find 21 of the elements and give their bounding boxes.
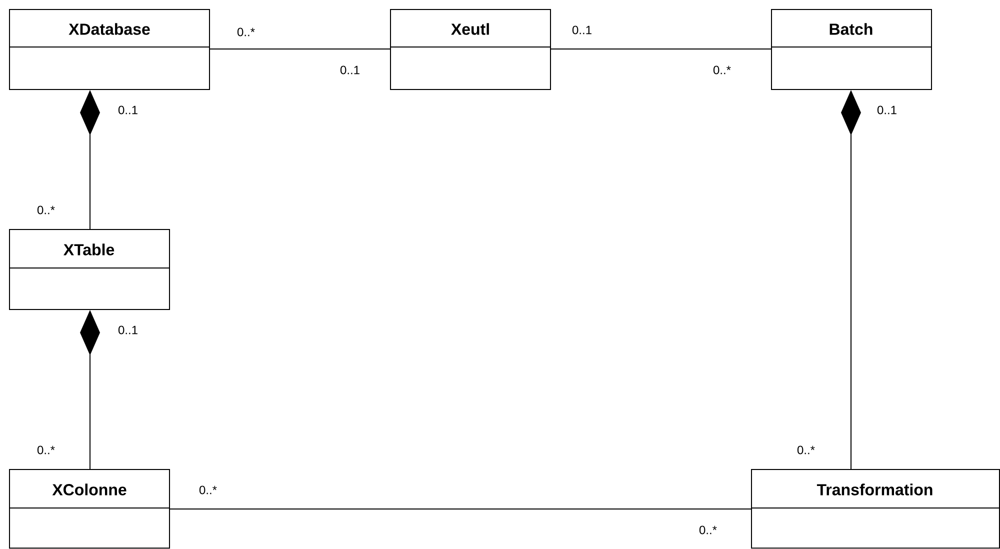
multiplicity-label: 0..* [37,446,55,454]
class-box: XColonne [8,469,170,549]
multiplicity-label: 0..1 [118,106,138,114]
multiplicity-label: 0..* [797,446,815,454]
multiplicity-label: 0..1 [572,26,592,34]
class-box: Transformation [750,469,1000,549]
class-box: Batch [770,9,932,90]
association-line [550,48,772,50]
association-line [170,508,752,510]
multiplicity-label: 0..1 [877,106,896,114]
class-box: XDatabase [8,9,210,90]
association-line [210,48,390,50]
multiplicity-label: 0..1 [118,326,138,334]
multiplicity-label: 0..* [699,526,717,534]
class-box: Xeutl [390,9,552,90]
multiplicity-label: 0..* [37,206,55,214]
multiplicity-label: 0..* [237,28,255,36]
class-box: XTable [8,229,170,310]
multiplicity-label: 0..* [199,486,217,494]
multiplicity-label: 0..1 [340,66,360,74]
multiplicity-label: 0..* [713,66,731,74]
